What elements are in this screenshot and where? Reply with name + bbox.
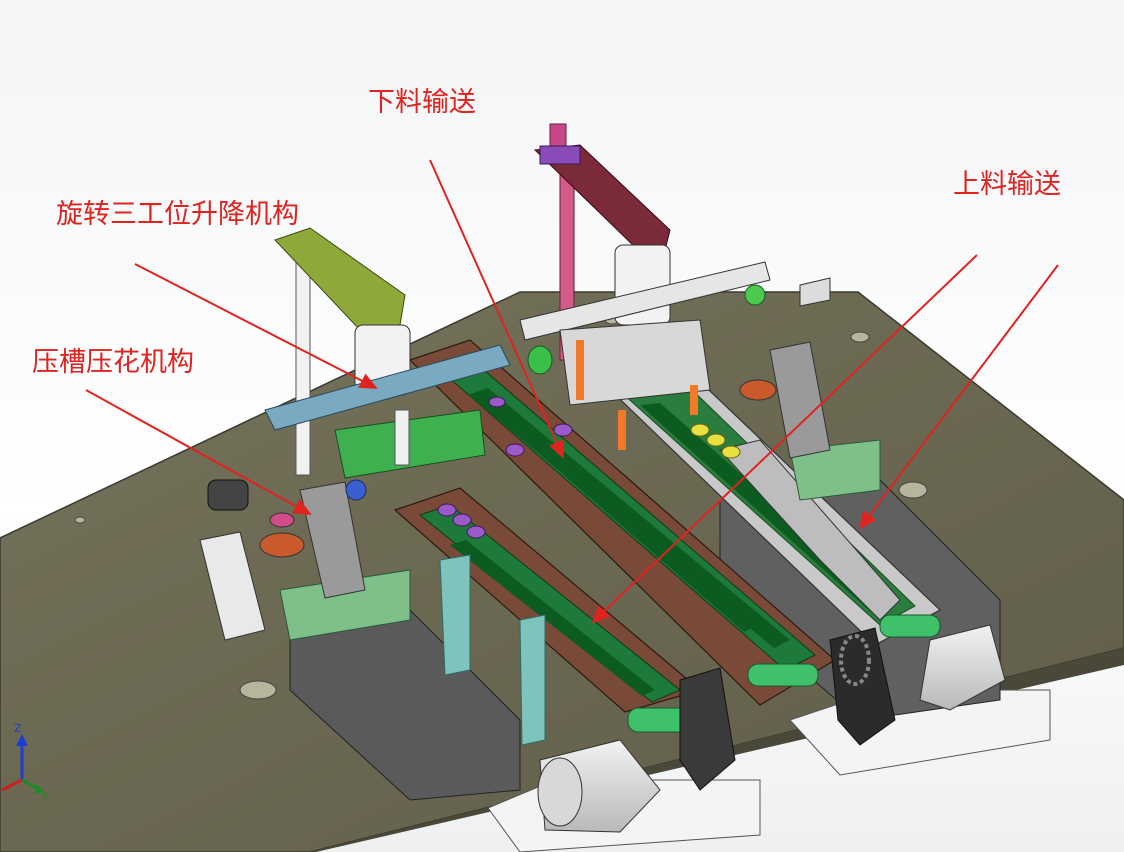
label-feed-conveyor: 上料输送 bbox=[953, 169, 1061, 200]
green-rollers bbox=[627, 614, 941, 733]
coordinate-triad: Z Y bbox=[1, 722, 49, 803]
feed-conveyor-frame bbox=[598, 371, 942, 646]
right-press-unit bbox=[739, 277, 881, 501]
label-rotary-lift: 旋转三工位升降机构 bbox=[56, 199, 299, 230]
axis-label-y: Y bbox=[41, 790, 49, 803]
drive-motors bbox=[537, 624, 1006, 833]
label-discharge-conveyor: 下料输送 bbox=[368, 87, 476, 118]
callout-arrows bbox=[85, 159, 1059, 624]
arrow-rotary-lift bbox=[134, 263, 378, 389]
workpieces bbox=[437, 396, 741, 539]
arrow-feed-1 bbox=[591, 254, 978, 624]
arrow-feed-2 bbox=[858, 264, 1059, 530]
arrow-groove-emboss bbox=[85, 389, 312, 515]
groove-emboss-unit bbox=[199, 479, 411, 641]
discharge-lift-unit bbox=[519, 123, 771, 450]
front-conveyor-frame bbox=[393, 487, 702, 746]
axis-label-z: Z bbox=[14, 722, 22, 735]
discharge-conveyor-frame bbox=[408, 339, 837, 706]
arrow-discharge bbox=[429, 159, 564, 459]
label-groove-emboss: 压槽压花机构 bbox=[32, 347, 194, 378]
